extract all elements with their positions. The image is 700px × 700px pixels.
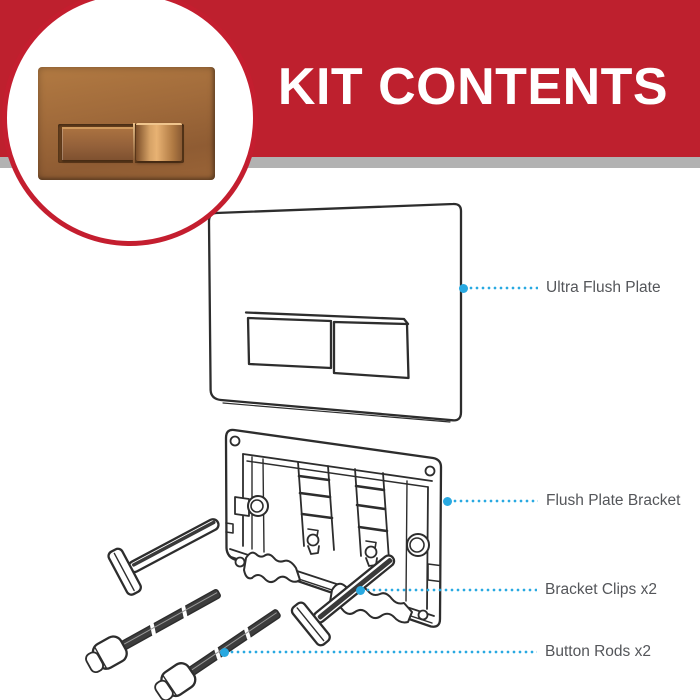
- page-title: KIT CONTENTS: [277, 58, 669, 116]
- bracket-clip-1-drawing: [107, 518, 220, 596]
- leader-dotted-line: [365, 587, 537, 593]
- plate-small-button: [136, 123, 182, 161]
- leader-dotted-line: [452, 498, 538, 504]
- part-label: Bracket Clips x2: [545, 581, 657, 598]
- callout-bracket-clips: Bracket Clips x2: [356, 581, 657, 599]
- ultra-flush-plate-drawing: [207, 202, 463, 423]
- leader-dot: [220, 647, 229, 657]
- leader-dot: [356, 585, 365, 595]
- leader-dot: [459, 283, 468, 293]
- button-rod-1-drawing: [85, 588, 221, 674]
- leader-dotted-line: [468, 285, 538, 291]
- part-label: Ultra Flush Plate: [546, 279, 661, 296]
- leader-dotted-line: [229, 649, 537, 655]
- part-label: Flush Plate Bracket: [546, 492, 681, 509]
- callout-ultra-flush-plate: Ultra Flush Plate: [459, 279, 661, 297]
- plate-button-divider: [133, 123, 135, 163]
- callout-flush-plate-bracket: Flush Plate Bracket: [443, 492, 680, 510]
- part-label: Button Rods x2: [545, 643, 651, 660]
- header-shadow-stripe: [0, 157, 700, 168]
- callout-button-rods: Button Rods x2: [220, 643, 651, 661]
- copper-flush-plate-image: [38, 67, 215, 180]
- leader-dot: [443, 496, 452, 506]
- button-rod-2-drawing: [154, 609, 281, 700]
- plate-large-button: [62, 127, 133, 160]
